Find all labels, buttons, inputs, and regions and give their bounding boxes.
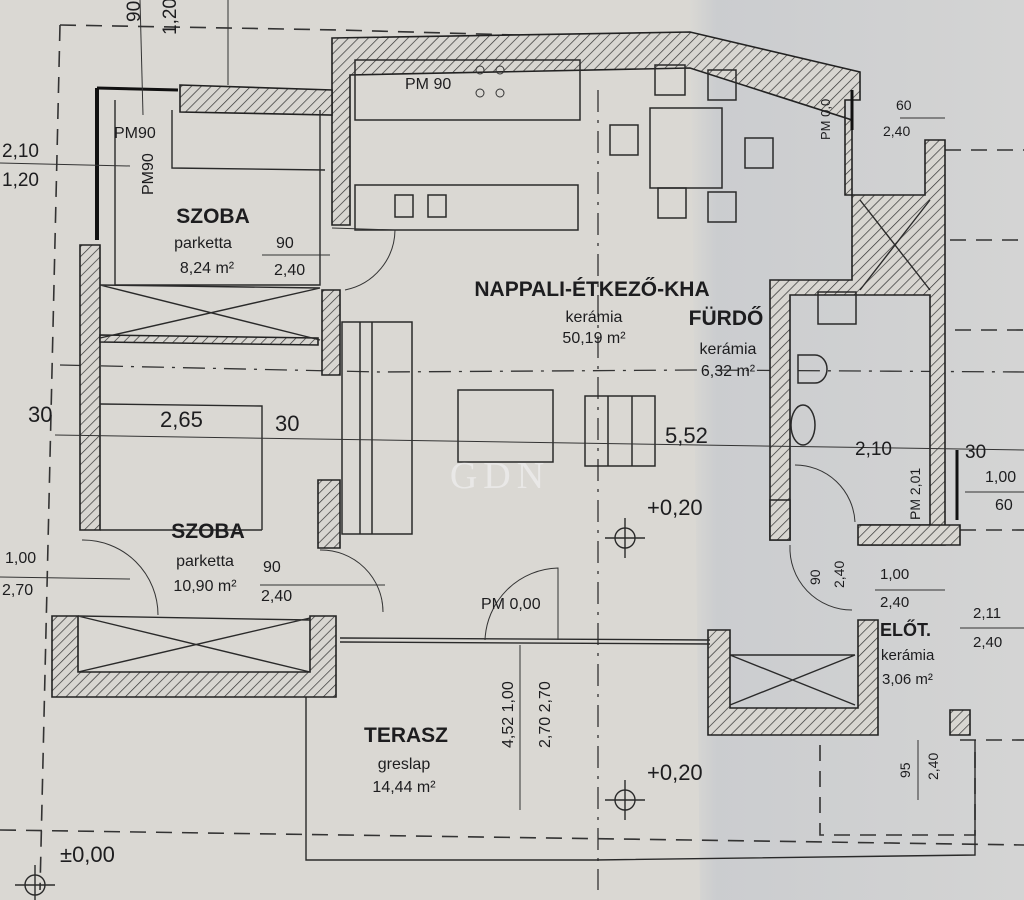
dim-label: 2,11 [973,605,1001,622]
dim-label: 2,10 [2,141,39,162]
dimension-labels: 90 1,20 2,10 1,20 PM90 PM90 PM 90 90 2,4… [2,0,1016,780]
room-area: 10,90 m² [173,578,237,595]
dim-label: 1,20 [2,170,39,191]
dim-label: PM 90 [405,76,451,93]
room-floor: greslap [378,756,431,773]
walls [51,31,971,736]
room-floor: parketta [174,235,232,252]
dim-label: 2,40 [925,753,941,780]
dim-label: 95 [897,762,913,778]
dimension-lines [0,0,1024,810]
room-name: TERASZ [364,724,448,747]
dim-label: 2,40 [831,561,847,588]
level-marker-ground [15,865,55,900]
dim-label: 1,00 [880,566,909,583]
dim-label: 90 [124,1,145,22]
dim-label: 2,70 [2,582,33,599]
dim-label: 1,20 [160,0,181,35]
dim-label: 30 [28,402,52,427]
room-area: 6,32 m² [701,363,756,380]
room-area: 8,24 m² [180,260,235,277]
dim-label: 90 [276,235,294,252]
room-area: 3,06 m² [882,671,933,688]
room-terasz: TERASZ greslap 14,44 m² [364,724,448,796]
room-floor: kerámia [700,341,757,358]
room-furdo: FÜRDŐ kerámia 6,32 m² [689,307,764,380]
watermark-logo: GDN [450,455,550,497]
furniture [77,59,931,706]
room-floor: kerámia [881,647,935,664]
room-name: SZOBA [171,520,245,543]
dim-label: 2,40 [973,634,1002,651]
dim-label: 30 [275,411,299,436]
dim-label: 2,65 [160,407,203,432]
dim-label: 2,40 [880,594,909,611]
room-floor: parketta [176,553,234,570]
room-area: 50,19 m² [562,330,626,347]
windows [95,86,959,645]
dim-label: 2,40 [274,262,305,279]
level-marker-terrace [605,780,645,820]
level-label-inside: +0,20 [647,495,703,520]
room-name: NAPPALI-ÉTKEZŐ-KHA [474,278,709,301]
dim-label: 2,70 2,70 [537,681,554,748]
level-label-terrace: +0,20 [647,760,703,785]
doors [81,227,856,641]
room-floor: kerámia [566,309,623,326]
dim-label: PM 2,01 [907,468,923,520]
dim-label: 2,40 [883,123,910,139]
dim-label: 30 [965,442,986,463]
dim-label: 1,00 [985,469,1016,486]
room-name: ELŐT. [880,619,931,640]
room-nappali: NAPPALI-ÉTKEZŐ-KHA kerámia 50,19 m² [474,278,709,347]
dim-label: 2,10 [855,439,892,460]
dim-label: PM90 [140,153,157,195]
room-szoba-2: SZOBA parketta 10,90 m² [171,520,245,595]
dim-label: 60 [896,97,912,113]
dim-label: 60 [995,497,1013,514]
dim-label: 1,00 [5,550,36,567]
room-area: 14,44 m² [372,779,436,796]
room-name: SZOBA [176,205,250,228]
dim-label: PM 0,00 [481,596,541,613]
level-marker-inside [605,518,645,558]
room-szoba-1: SZOBA parketta 8,24 m² [174,205,250,277]
level-label-ground: ±0,00 [60,842,115,867]
dim-label: PM90 [114,125,156,142]
room-elot: ELŐT. kerámia 3,06 m² [880,619,935,688]
terrace-outline [305,696,976,861]
dim-label: 5,52 [665,423,708,448]
dim-label: PM 0,0 [818,99,833,140]
dim-label: 2,40 [261,588,292,605]
dim-label: 90 [263,559,281,576]
dim-label: 4,52 1,00 [500,681,517,748]
room-name: FÜRDŐ [689,307,764,330]
dim-label: 90 [807,569,823,585]
